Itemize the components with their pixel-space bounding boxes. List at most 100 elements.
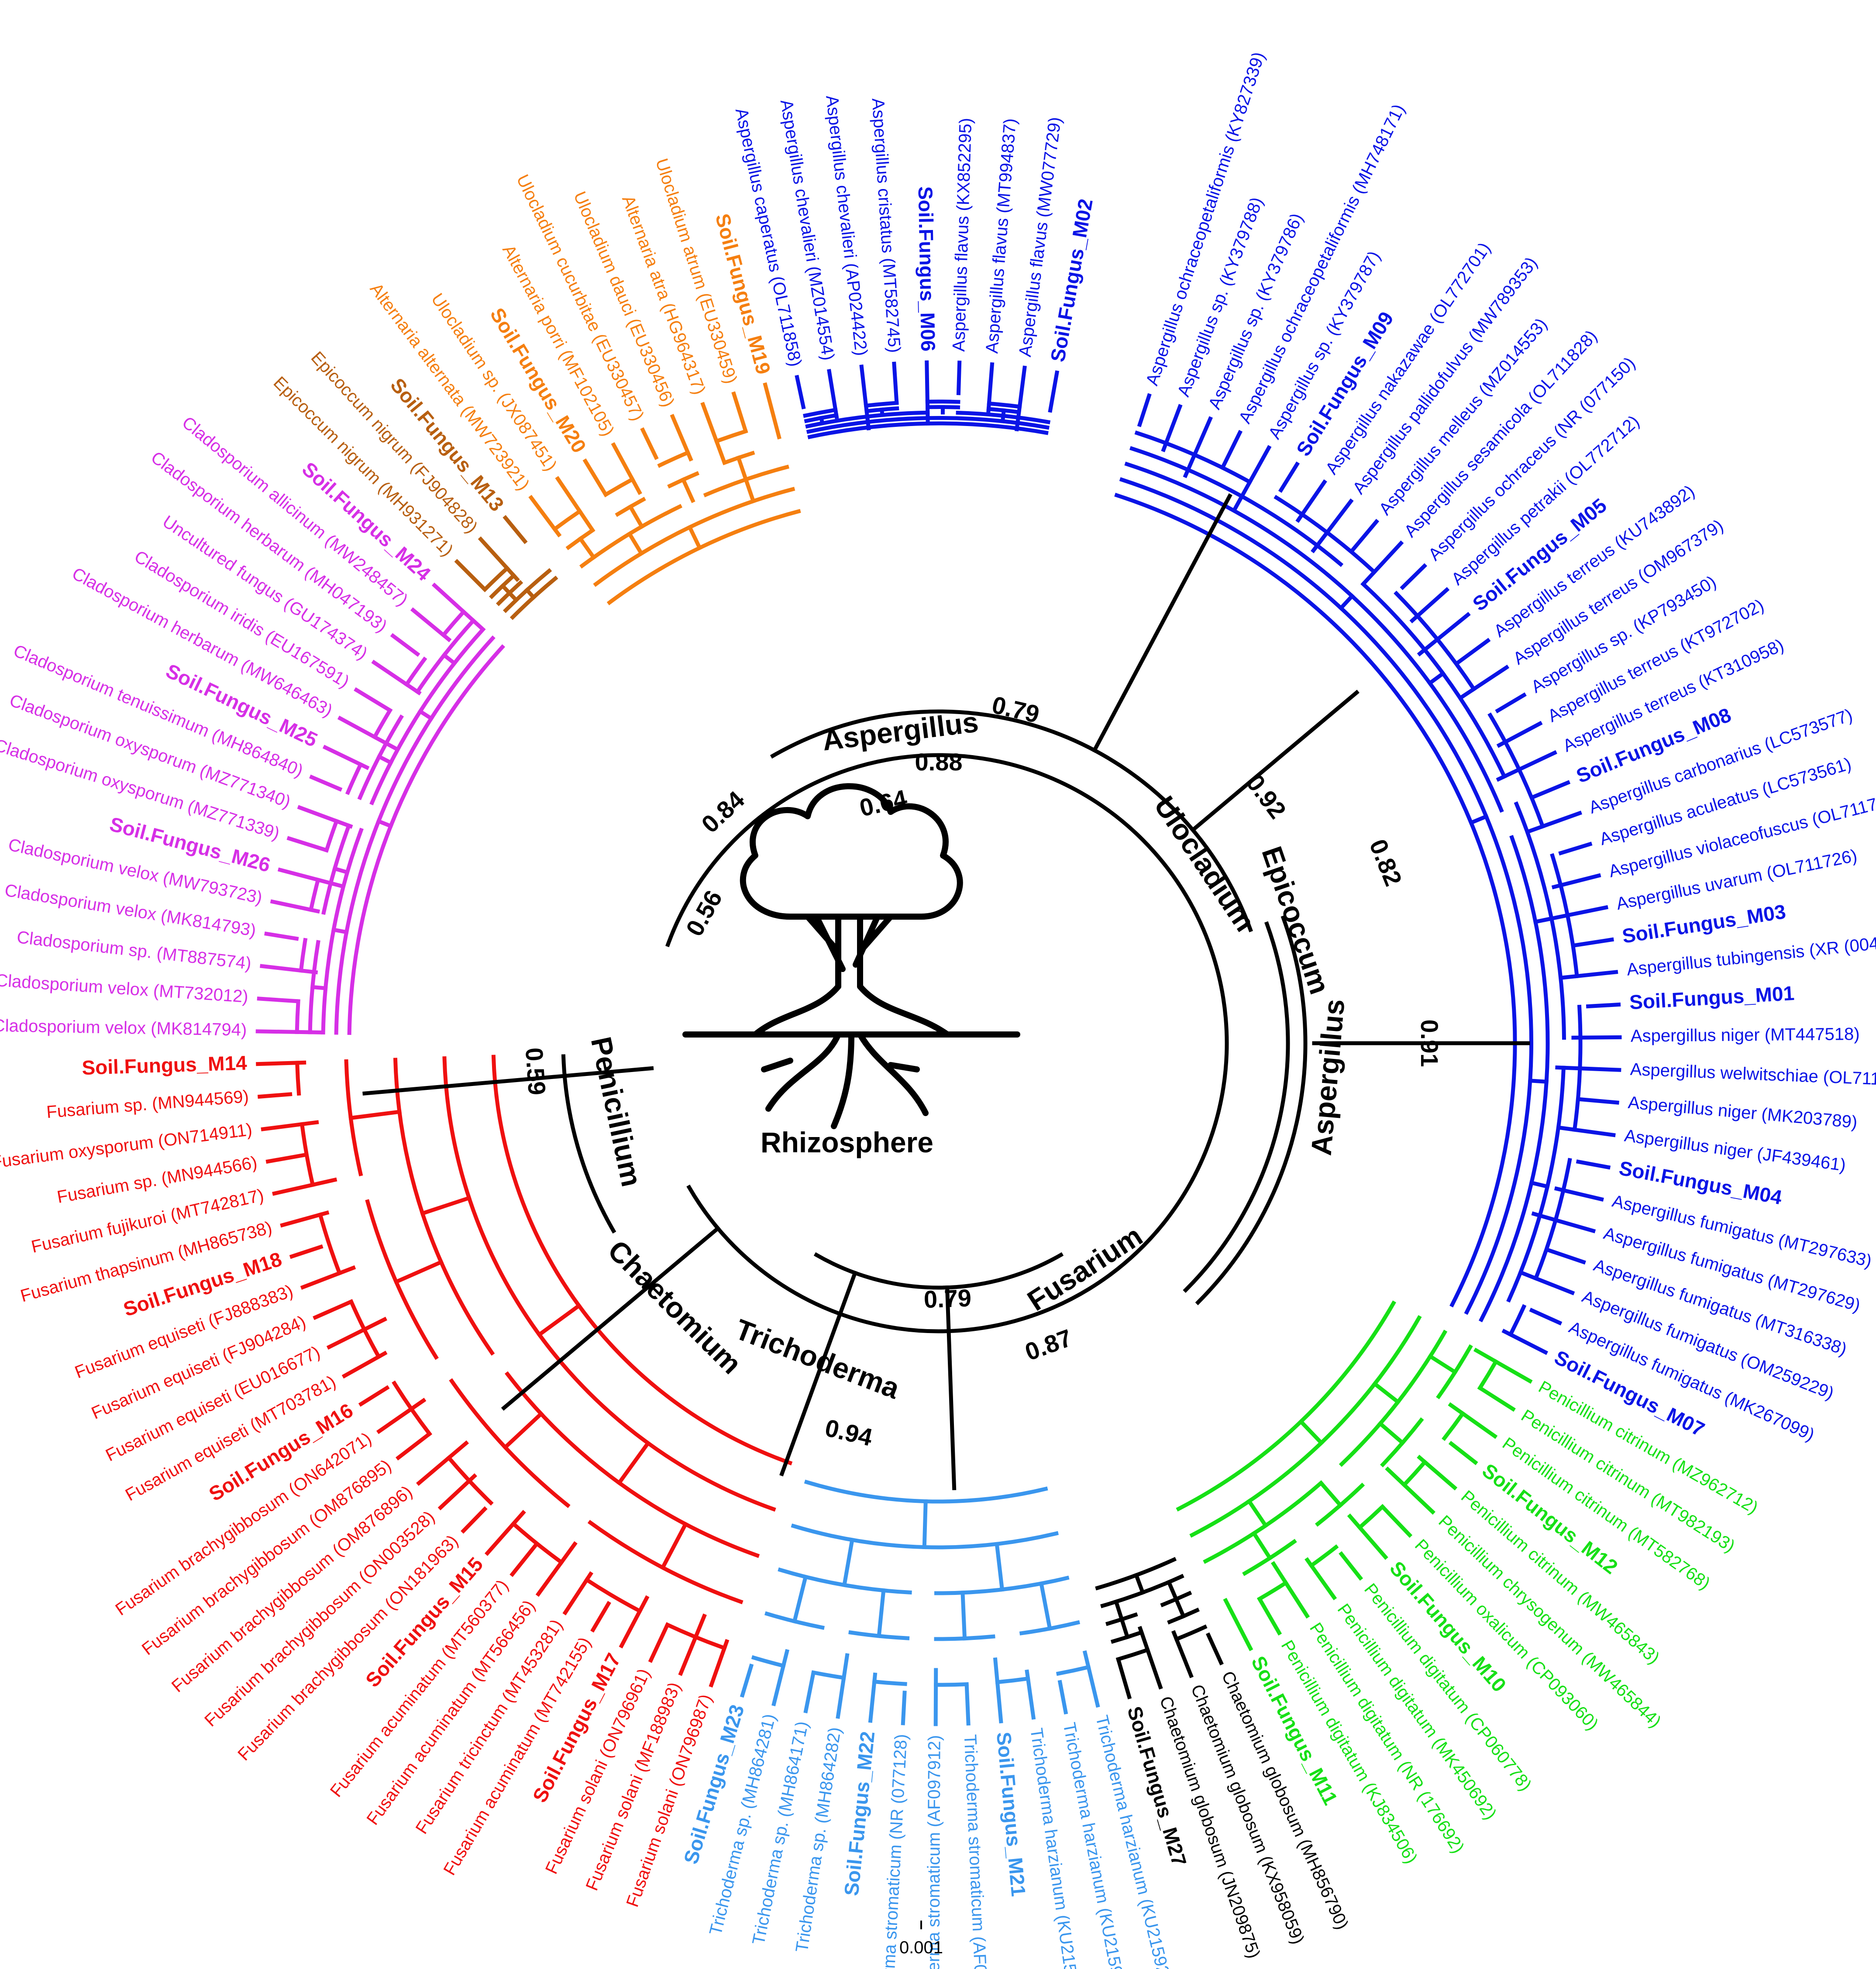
subtree-stem (578, 536, 597, 560)
leaf-branch (648, 1623, 670, 1663)
leaf-branch (555, 476, 596, 533)
leaf-branch (1454, 638, 1491, 666)
leaf-label: Aspergillus ochraceopetaliformis (MH7481… (1235, 101, 1408, 426)
backbone-arc (813, 1252, 1064, 1290)
subtree-stem (681, 477, 695, 503)
subtree-stem (1372, 1381, 1401, 1405)
bootstrap-value: 0.79 (923, 1284, 972, 1313)
subtree-stem (502, 1411, 544, 1450)
subtree-arc (446, 1455, 494, 1506)
subtree-arc (1174, 1624, 1208, 1642)
subtree-arc (1572, 1004, 1583, 1132)
subtree-arc (657, 450, 691, 468)
leaf-branch (371, 660, 422, 696)
leaf-branch (1082, 1650, 1100, 1708)
leaf-branch (1349, 519, 1380, 554)
subtree-arc (1119, 477, 1533, 1315)
subtree-stem (376, 818, 393, 829)
clade-label: Epicoccum (1256, 842, 1336, 998)
leaf-branch (803, 1671, 816, 1714)
leaf-branch (260, 964, 318, 975)
group-arc (347, 644, 506, 1035)
subtree-stem (687, 524, 702, 551)
leaf-branch (272, 1177, 337, 1196)
leaf-branch (1380, 1504, 1413, 1538)
leaf-branch (503, 515, 528, 544)
leaf-branch (535, 1541, 578, 1597)
leaf-branch (1560, 969, 1618, 980)
leaf-label: Trichoderma stromaticum (AF097910) (960, 1734, 992, 1969)
leaf-branch (1558, 842, 1593, 856)
group-arc (606, 509, 801, 605)
group-arc (491, 1055, 793, 1466)
leaf-branch (836, 1653, 850, 1719)
clade-label: Penicillium (585, 1034, 648, 1189)
bootstrap-value: 0.88 (915, 748, 963, 776)
leaf-branch (1571, 937, 1614, 948)
isolate-label: Soil.Fungus_M21 (992, 1731, 1030, 1897)
leaf-label: Cladosporium velox (MK814794) (0, 1016, 247, 1040)
leaf-branch (1347, 1513, 1388, 1560)
subtree-arc (1256, 1580, 1289, 1602)
subtree-stem (1338, 593, 1355, 611)
leaf-branch (763, 382, 781, 440)
leaf-branch (964, 1683, 971, 1726)
subtree-stem (1427, 1354, 1458, 1375)
bootstrap-value: 0.94 (823, 1414, 875, 1451)
leaf-branch (478, 536, 520, 582)
leaf-branch (619, 1595, 650, 1649)
leaf-branch (1519, 1270, 1575, 1295)
leaf-branch (590, 1601, 611, 1633)
subtree-stem (922, 1499, 928, 1550)
bootstrap-value: 0.59 (520, 1047, 551, 1096)
isolate-label: Soil.Fungus_M02 (1046, 197, 1097, 364)
subtree-stem (1231, 493, 1245, 514)
subtree-arc (1134, 430, 1253, 485)
subtree-stem (1318, 1480, 1343, 1508)
leaf-branch (1576, 1159, 1611, 1170)
subtree-stem (1174, 1596, 1186, 1619)
subtree-arc (1308, 1544, 1339, 1569)
subtree-stem (1133, 1572, 1146, 1595)
subtree-arc (1394, 591, 1477, 692)
subtree-arc (299, 1122, 315, 1187)
bootstrap-value: 0.84 (696, 786, 750, 838)
leaf-branch (454, 559, 487, 592)
backbone-stem (501, 1225, 721, 1411)
isolate-label: Soil.Fungus_M06 (914, 186, 940, 352)
leaf-branch (264, 931, 299, 941)
tree-branches (255, 360, 1622, 1726)
backbone-arc (1195, 915, 1308, 1306)
leaf-branch (640, 427, 659, 460)
leaf-branch (771, 1649, 790, 1707)
subtree-arc (1487, 712, 1546, 829)
subtree-stem (420, 1195, 472, 1216)
leaf-label: Aspergillus niger (MK203789) (1627, 1093, 1858, 1132)
bootstrap-value: 0.87 (1021, 1324, 1075, 1366)
subtree-arc (1477, 1359, 1499, 1391)
subtree-stem (616, 1440, 651, 1486)
subtree-stem (1533, 916, 1554, 924)
leaf-branch (892, 361, 899, 404)
leaf-branch (731, 391, 748, 433)
subtree-arc (295, 999, 300, 1034)
subtree-stem (1246, 1498, 1269, 1529)
leaf-branch (461, 1506, 488, 1534)
subtree-arc (811, 1670, 846, 1680)
leaf-branch (300, 1265, 356, 1290)
leaf-branch (1530, 780, 1571, 800)
group-arc (807, 421, 1049, 440)
subtree-arc (510, 1521, 565, 1565)
backbone-arc (561, 1054, 616, 1234)
leaf-label: Fusarium sp. (MN944569) (46, 1087, 250, 1122)
subtree-arc (864, 401, 899, 408)
leaf-branch (358, 1385, 390, 1407)
group-arc (804, 1479, 1048, 1504)
subtree-stem (1039, 1581, 1052, 1631)
subtree-stem (1298, 1419, 1324, 1446)
bootstrap-value: 0.79 (989, 691, 1042, 728)
leaf-branch (396, 1431, 432, 1460)
subtree-stem (1166, 1579, 1179, 1602)
leaf-branch (611, 442, 642, 495)
